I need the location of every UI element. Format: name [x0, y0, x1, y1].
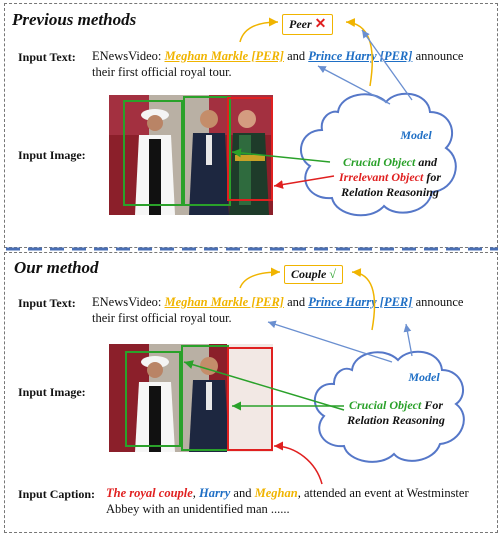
previous-title: Previous methods [12, 10, 137, 29]
irrelevant-object-box [227, 97, 273, 201]
model-arrow-to-text [317, 65, 391, 105]
relation-arrow-right [345, 18, 373, 87]
model-label: Model [400, 128, 432, 142]
crucial-arrow [183, 360, 345, 411]
irrelevant-arrow [273, 175, 335, 189]
relation-arrow-left [239, 267, 281, 289]
cloud-caption: Crucial Object and Irrelevant Object for… [339, 155, 441, 199]
model-arrow-to-badge [361, 29, 413, 101]
input-image-label: Input Image: [18, 385, 86, 399]
entity-meghan: Meghan Markle [PER] [164, 49, 284, 63]
relation-badge-peer: Peer ✕ [282, 14, 334, 35]
relation-arrow-right [351, 268, 376, 331]
royal-photo-illustration [109, 344, 273, 452]
model-cloud [300, 92, 457, 217]
relation-label: Peer [289, 17, 312, 31]
model-arrow-to-text [267, 320, 393, 363]
crucial-object-box-meghan [123, 100, 183, 206]
input-caption-label: Input Caption: [18, 487, 96, 501]
input-photo-ours [109, 344, 273, 452]
model-cloud [313, 350, 465, 463]
our-method-panel [4, 252, 498, 533]
caption-couple: The royal couple [106, 486, 193, 500]
input-text: ENewsVideo: Meghan Markle [PER] and Prin… [92, 295, 464, 325]
caption-arrow [273, 441, 323, 485]
input-photo-previous [109, 95, 273, 215]
check-icon: √ [329, 267, 336, 281]
input-image-label: Input Image: [18, 148, 86, 162]
entity-harry: Prince Harry [PER] [308, 295, 413, 309]
masked-object-box [227, 347, 273, 451]
caption-meghan: Meghan [254, 486, 298, 500]
relation-badge-couple: Couple √ [284, 265, 343, 284]
crucial-object-box-meghan [125, 351, 181, 447]
crucial-arrow [231, 148, 331, 163]
crucial-object-box-harry [183, 96, 231, 206]
input-caption: The royal couple, Harry and Meghan, atte… [106, 486, 469, 516]
input-text: ENewsVideo: Meghan Markle [PER] and Prin… [92, 49, 464, 79]
caption-harry: Harry [199, 486, 231, 500]
entity-meghan: Meghan Markle [PER] [164, 295, 284, 309]
model-arrow-to-badge [403, 323, 413, 357]
our-title: Our method [14, 258, 99, 277]
royal-photo-illustration [109, 95, 273, 215]
relation-arrow-left [239, 17, 279, 43]
cloud-caption: Crucial Object For Relation Reasoning [347, 398, 445, 427]
cross-icon: ✕ [314, 17, 327, 32]
crucial-object-box-harry [181, 345, 229, 451]
relation-label: Couple [291, 267, 327, 281]
model-label: Model [408, 370, 440, 384]
input-text-label: Input Text: [18, 50, 76, 64]
entity-harry: Prince Harry [PER] [308, 49, 413, 63]
input-text-label: Input Text: [18, 296, 76, 310]
